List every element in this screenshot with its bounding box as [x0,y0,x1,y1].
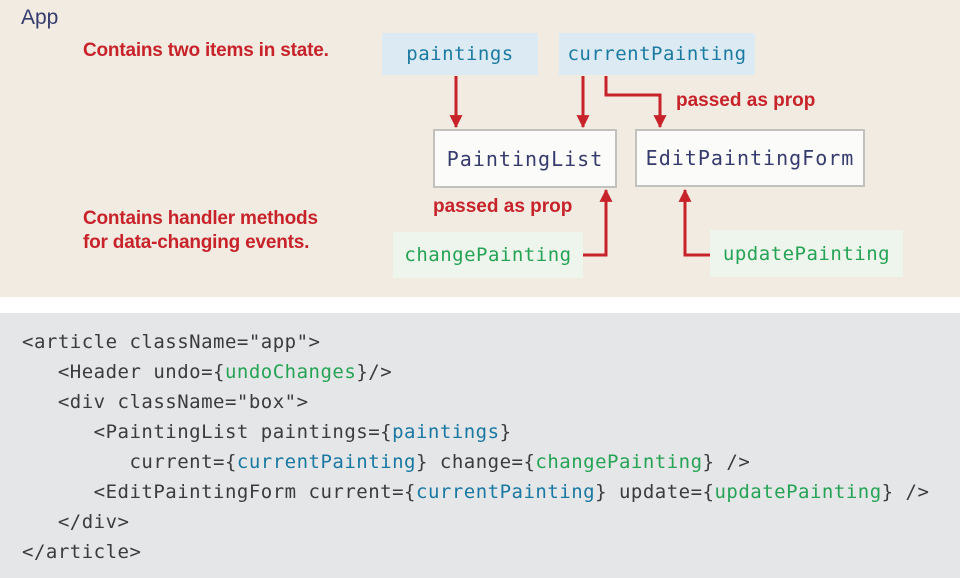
handlers-note-line1: Contains handler methods [83,208,318,229]
handler-changepainting: changePainting [393,232,583,278]
code-line: <EditPaintingForm current={currentPainti… [22,477,960,507]
code-token-green: updatePainting [714,481,882,503]
code-block: <article className="app"> <Header undo={… [22,327,960,567]
code-token-plain: <div className="box"> [22,391,309,413]
code-token-blue: paintings [392,421,500,443]
handlers-note: Contains handler methods for data-changi… [83,207,318,255]
arrow-currentpainting-to-editpaintingform [604,76,667,129]
code-snippet: <article className="app"> <Header undo={… [0,313,960,578]
state-note: Contains two items in state. [83,40,329,61]
code-line: <PaintingList paintings={paintings} [22,417,960,447]
arrow-updatepainting-to-editpaintingform [678,188,710,257]
code-token-blue: currentPainting [416,481,596,503]
component-editpaintingform: EditPaintingForm [635,129,865,187]
code-token-plain: } change={ [416,451,536,473]
handler-updatepainting: updatePainting [710,230,903,277]
code-token-plain: } /> [881,481,930,503]
state-item-currentpainting: currentPainting [559,33,755,75]
code-token-plain: <Header undo={ [22,361,225,383]
code-line: </article> [22,537,960,567]
passed-as-prop-label-left: passed as prop [433,196,573,217]
section-divider [0,297,960,313]
app-label: App [21,6,59,29]
code-token-plain: } [499,421,512,443]
code-token-blue: currentPainting [236,451,416,473]
component-diagram: App Contains two items in state. Contain… [0,0,960,297]
code-line: current={currentPainting} change={change… [22,447,960,477]
code-token-green: undoChanges [224,361,357,383]
code-token-plain: </div> [22,511,130,533]
code-token-plain: <EditPaintingForm current={ [22,481,416,503]
code-line: <div className="box"> [22,387,960,417]
code-line: <article className="app"> [22,327,960,357]
code-token-plain: </article> [22,541,142,563]
component-paintinglist: PaintingList [433,129,617,188]
code-token-green: changePainting [535,451,703,473]
code-line: </div> [22,507,960,537]
state-item-paintings: paintings [382,33,538,75]
code-line: <Header undo={undoChanges}/> [22,357,960,387]
handlers-note-line2: for data-changing events. [83,232,310,253]
code-token-plain: current={ [22,451,237,473]
code-token-plain: } update={ [595,481,715,503]
arrow-changepainting-to-paintinglist [583,188,613,257]
passed-as-prop-label-right: passed as prop [676,90,816,111]
code-token-plain: <PaintingList paintings={ [22,421,393,443]
code-token-plain: } /> [702,451,751,473]
code-token-plain: }/> [356,361,393,383]
code-token-plain: <article className="app"> [22,331,321,353]
